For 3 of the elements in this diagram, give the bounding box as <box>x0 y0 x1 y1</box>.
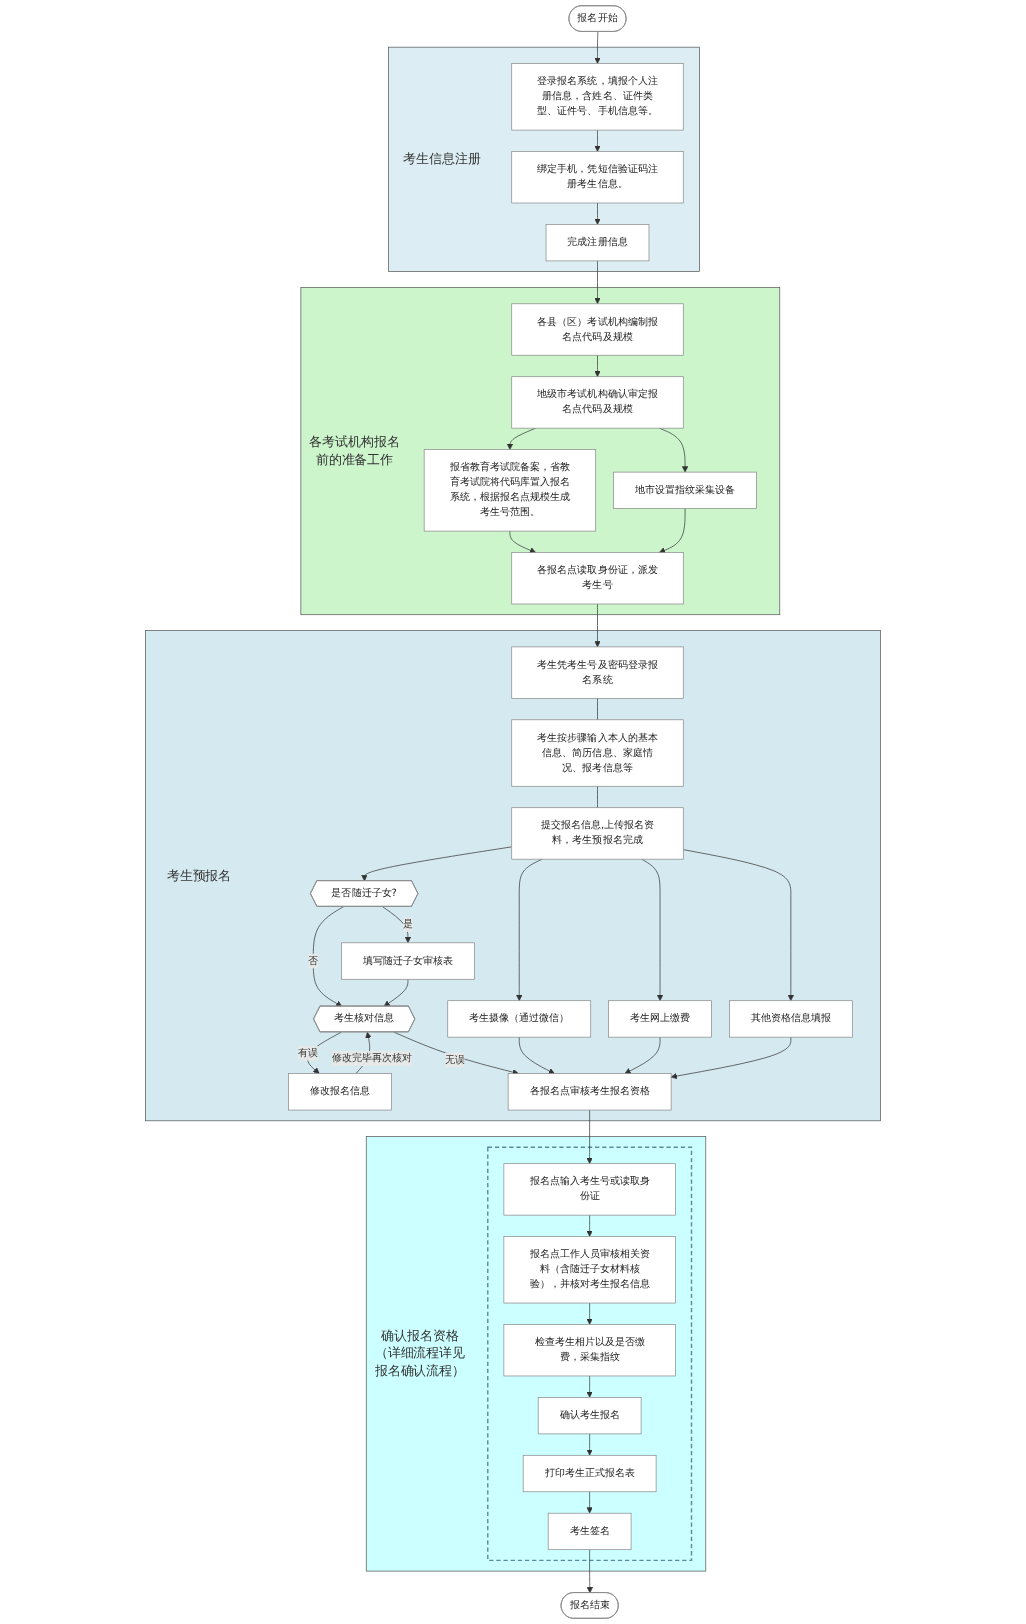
cluster <box>487 1146 693 1562</box>
connector <box>597 785 598 809</box>
connector <box>597 698 598 721</box>
